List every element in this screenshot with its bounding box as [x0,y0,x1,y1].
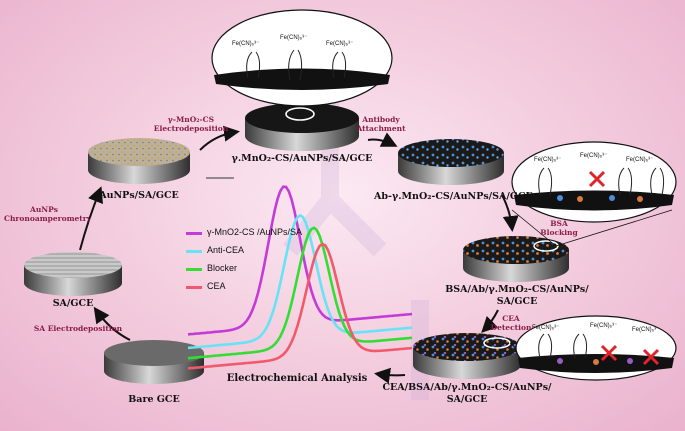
series-line [187,213,413,350]
legend-swatch [186,268,202,271]
zoom-bubble-bsa [511,141,677,247]
series-line [187,242,413,370]
probe-label: Fe(CN)₆³⁻ [326,41,354,47]
label-sa-gce: SA/GCE [52,298,94,309]
probe-label: Fe(CN)₆³⁻ [580,153,608,159]
analysis-title: Electrochemical Analysis [226,373,368,384]
label-bsa-2: SA/GCE [496,296,538,307]
series-line [187,185,413,336]
voltammogram-chart [187,185,413,370]
series-line [187,226,413,360]
step-sa: SA Electrodeposition [33,324,123,333]
ab-disc [398,139,504,185]
aunps-disc [88,138,190,184]
bare-gce-disc [104,340,204,384]
legend-label: γ-MnO2-CS /AuNPs/SA [207,227,303,237]
arrow-aunps-to-mno2 [199,125,240,151]
legend-label: Blocker [207,263,238,273]
sa-gce-disc [24,252,122,296]
label-bare-gce: Bare GCE [128,394,180,405]
probe-label: Fe(CN)₆³⁻ [590,323,618,329]
step-cea-2: Detection [490,323,532,332]
step-bsa-1: BSA [550,219,568,228]
step-aunps-2: Chronoamperometry [4,214,92,223]
step-aunps-1: AuNPs [30,205,58,214]
legend-label: Anti-CEA [207,245,245,255]
arrow-sa-to-aunps [79,186,103,251]
zoom-bubble-cea [509,315,677,381]
probe-label: Fe(CN)₆³⁻ [232,41,260,47]
legend-swatch [186,286,202,289]
step-mno2-1: γ-MnO₂-CS [167,115,215,124]
arrow-bsa-to-cea [481,309,499,333]
step-cea-1: CEA [502,314,520,323]
label-bsa-1: BSA/Ab/γ.MnO₂-CS/AuNPs/ [445,284,589,295]
zoom-bubble-mno2 [211,9,393,111]
arrow-cea-to-analysis [374,367,406,384]
probe-label: Fe(CN)₆³⁻ [632,327,660,333]
arrow-ab-to-bsa [501,194,519,232]
probe-label: Fe(CN)₆³⁻ [626,157,654,163]
arrow-mno2-to-ab [367,132,398,147]
step-ab-1: Antibody [362,115,400,124]
arrow-bare-to-sa [93,306,131,341]
legend-swatch [186,250,202,253]
label-ab: Ab-γ.MnO₂-CS/AuNPs/SA/GCE [374,191,533,202]
label-cea-2: SA/GCE [446,394,488,405]
step-bsa-2: Blocking [540,228,578,237]
bsa-disc [463,236,569,282]
step-mno2-2: Electrodeposition [153,124,229,133]
label-aunps: AuNPs/SA/GCE [99,190,179,201]
legend-label: CEA [207,281,226,291]
mno2-disc [245,103,359,151]
cea-disc [413,333,521,379]
step-ab-2: Attachment [356,124,406,133]
label-cea-1: CEA/BSA/Ab/γ.MnO₂-CS/AuNPs/ [382,382,552,393]
probe-label: Fe(CN)₆³⁻ [280,35,308,41]
label-mno2: γ.MnO₂-CS/AuNPs/SA/GCE [231,153,373,164]
probe-label: Fe(CN)₆³⁻ [534,157,562,163]
legend-swatch [186,232,202,235]
probe-label: Fe(CN)₆³⁻ [532,325,560,331]
